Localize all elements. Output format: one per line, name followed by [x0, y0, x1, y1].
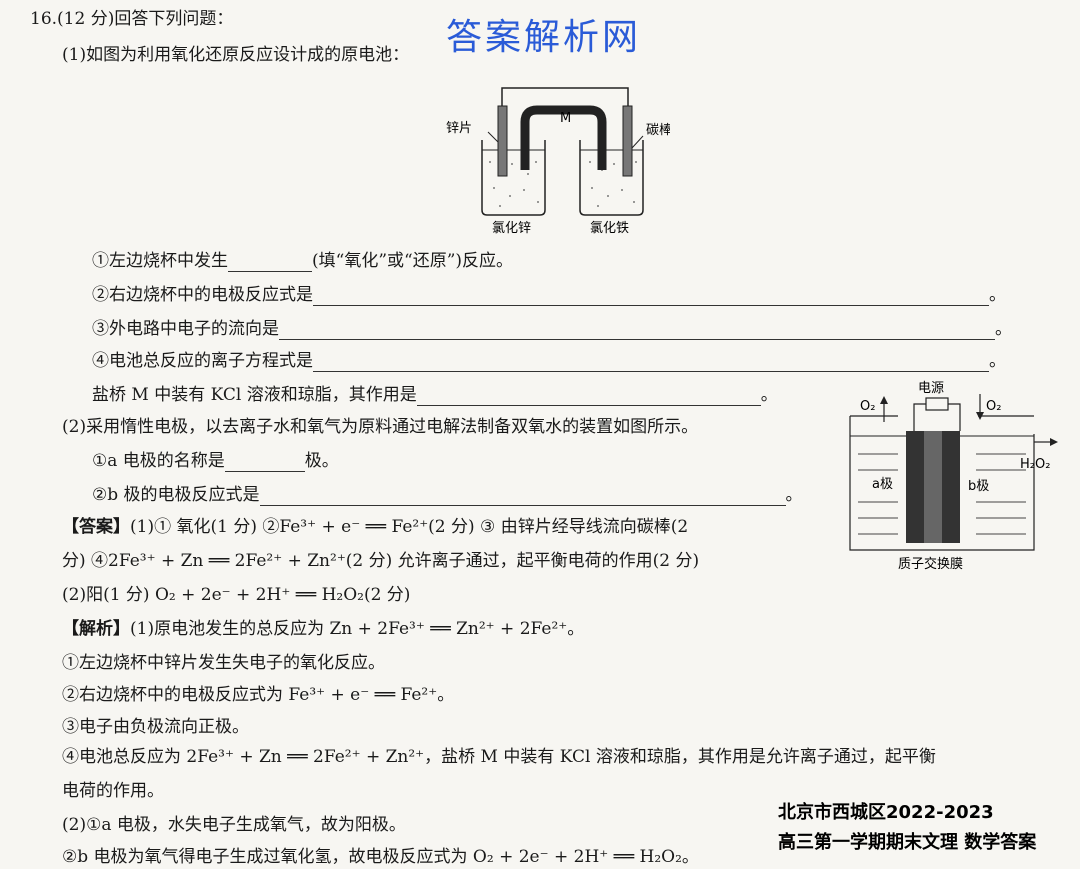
analysis-line-4: ③电子由负极流向正极。	[62, 717, 249, 737]
zinc-label: 锌片	[446, 121, 472, 136]
a-pole-label: a极	[872, 477, 893, 492]
analysis-line-1: 【解析】(1)原电池发生的总反应为 Zn + 2Fe³⁺ ══ Zn²⁺ + 2…	[62, 619, 585, 639]
power-label: 电源	[918, 381, 944, 396]
part2-intro: (2)采用惰性电极，以去离子水和氧气为原料通过电解法制备双氧水的装置如图所示。	[62, 417, 699, 437]
analysis-line-3: ②右边烧杯中的电极反应式为 Fe³⁺ + e⁻ ══ Fe²⁺。	[62, 685, 455, 705]
analysis-line-2: ①左边烧杯中锌片发生失电子的氧化反应。	[62, 653, 385, 673]
q1-a: ①左边烧杯中发生(填“氧化”或“还原”)反应。	[92, 251, 514, 272]
analysis-line-6: 电荷的作用。	[62, 781, 164, 801]
corner-text-line-2: 高三第一学期期末文理 数学答案	[778, 832, 1037, 853]
q2-b: ②b 极的电极反应式是。	[92, 485, 803, 506]
analysis-line-5: ④电池总反应为 2Fe³⁺ + Zn ══ 2Fe²⁺ + Zn²⁺，盐桥 M …	[62, 747, 936, 767]
analysis-line-7: (2)①a 电极，水失电子生成氧气，故为阳极。	[62, 815, 406, 835]
answer-line-3: (2)阳(1 分) O₂ + 2e⁻ + 2H⁺ ══ H₂O₂(2 分)	[62, 585, 411, 605]
o2-in-label: O₂	[986, 399, 1001, 414]
q1-e: 盐桥 M 中装有 KCl 溶液和琼脂，其作用是。	[92, 385, 778, 406]
q1-b: ②右边烧杯中的电极反应式是。	[92, 285, 1006, 306]
corner-text-line-1: 北京市西城区2022-2023	[778, 802, 994, 823]
q1-c: ③外电路中电子的流向是。	[92, 319, 1012, 340]
answer-line-2: 分) ④2Fe³⁺ + Zn ══ 2Fe²⁺ + Zn²⁺(2 分) 允许离子…	[62, 551, 700, 571]
galvanic-cell-figure: 锌片 M 碳棒 氯化锌 氯化铁	[446, 87, 670, 236]
h2o2-label: H₂O₂	[1020, 457, 1050, 472]
carbon-label: 碳棒	[646, 123, 670, 138]
q1-d: ④电池总反应的离子方程式是。	[92, 351, 1006, 372]
electrolysis-figure: 电源 O₂ O₂ H₂O₂ a极 b极 质子交换膜	[849, 381, 1058, 572]
o2-out-label: O₂	[860, 399, 875, 414]
bridge-label: M	[560, 111, 571, 126]
fecl3-label: 氯化铁	[590, 221, 629, 236]
part1-intro: (1)如图为利用氧化还原反应设计成的原电池：	[62, 45, 410, 65]
answer-line-1: 【答案】(1)① 氧化(1 分) ②Fe³⁺ + e⁻ ══ Fe²⁺(2 分)…	[62, 517, 689, 537]
analysis-line-8: ②b 电极为氧气得电子生成过氧化氢，故电极反应式为 O₂ + 2e⁻ + 2H⁺…	[62, 847, 699, 867]
membrane-label: 质子交换膜	[898, 556, 963, 572]
watermark: 答案解析网	[446, 17, 642, 58]
question-header: 16.(12 分)回答下列问题：	[30, 9, 234, 29]
b-pole-label: b极	[968, 479, 989, 494]
zncl2-label: 氯化锌	[492, 221, 531, 236]
q2-a: ①a 电极的名称是极。	[92, 451, 339, 472]
